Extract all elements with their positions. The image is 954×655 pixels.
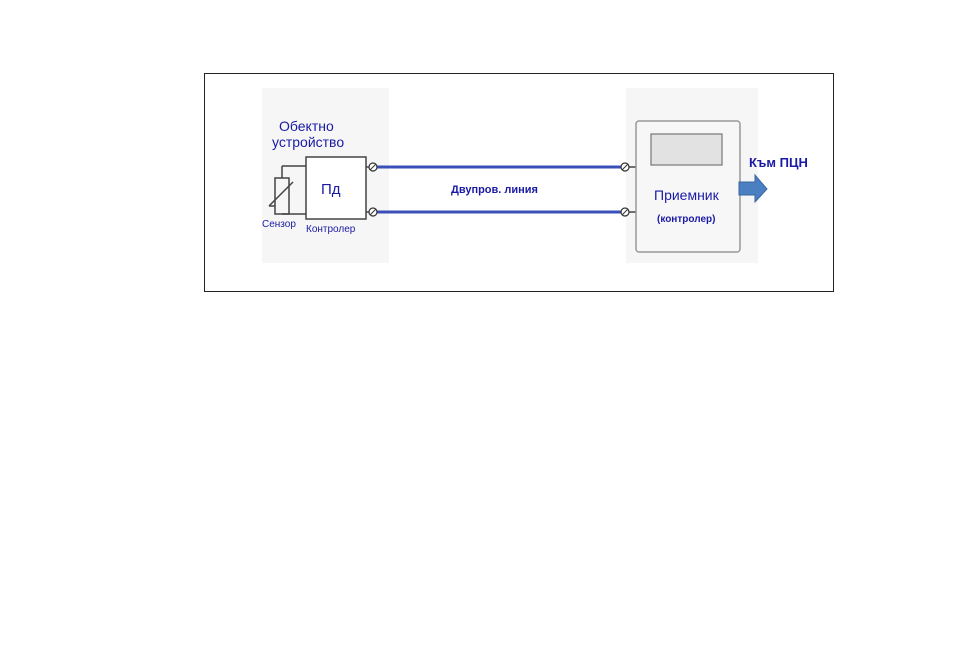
object-device-title-line1: Обектно: [279, 118, 334, 134]
receiver-sub-label: (контролер): [657, 214, 715, 225]
transmitter-box: [305, 156, 367, 220]
line-label: Двупров. линия: [451, 184, 538, 196]
sensor-label: Сензор: [262, 219, 296, 230]
object-device-title-line2: устройство: [272, 134, 344, 150]
terminal-icon: [620, 162, 630, 172]
to-center-label: Към ПЦН: [749, 155, 808, 170]
receiver-label: Приемник: [654, 187, 720, 203]
receiver-display: [650, 133, 723, 166]
terminal-icon: [368, 162, 378, 172]
transmitter-label: Пд: [321, 181, 341, 198]
terminal-icon: [620, 207, 630, 217]
arrow-right-icon: [738, 173, 768, 204]
terminal-icon: [368, 207, 378, 217]
controller-label: Контролер: [306, 224, 356, 235]
